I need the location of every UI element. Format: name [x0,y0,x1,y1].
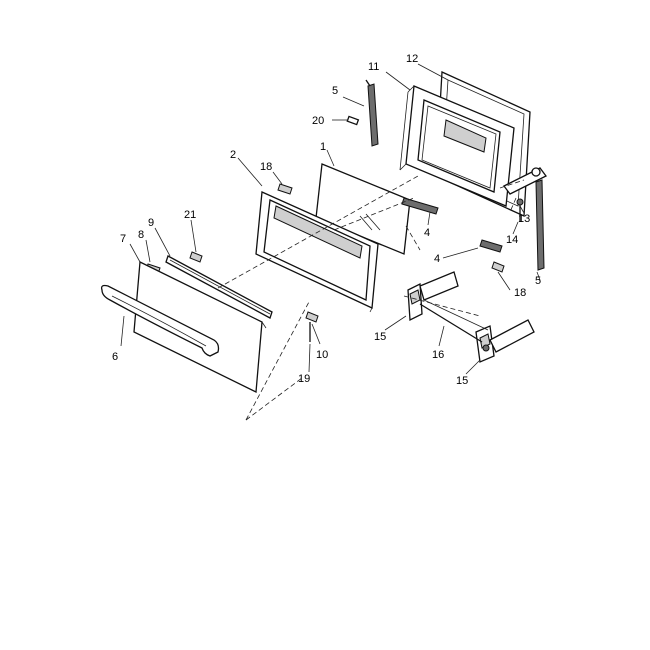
part-10-screw [305,311,319,323]
callout-15: 15 [456,375,468,387]
callout-11: 11 [368,61,379,73]
part-4-hinge-receiver-lower [479,239,505,273]
callout-13: 13 [518,213,530,225]
callout-19: 19 [298,373,310,385]
callout-leader-lines [120,63,541,375]
part-15-hinge-left [407,271,459,322]
part-18-clip-upper [277,183,293,195]
callout-18: 18 [260,161,272,173]
part-16-hinge-link [419,299,489,343]
part-4-hinge-receiver-upper [401,197,439,215]
part-14-hinge-screw [516,198,524,222]
callout-9: 9 [148,217,154,229]
callout-1: 1 [320,141,326,153]
part-6-door-handle [100,284,220,357]
callout-4: 4 [424,227,430,239]
part-11-window-frame [399,85,515,207]
callout-6: 6 [112,351,118,363]
part-21-screw [189,251,203,263]
callout-5: 5 [332,85,338,97]
part-1-glass-panel [315,163,411,255]
callout-10: 10 [316,349,328,361]
assembly-alignment-lines [217,175,525,421]
callout-16: 16 [432,349,444,361]
callout-21: 21 [184,209,196,221]
part-5-side-trim-upper [365,79,379,147]
callout-4: 4 [434,253,440,265]
callout-labels: 1 2 4 4 5 5 6 7 8 9 10 11 12 13 14 15 15… [112,53,541,387]
callout-2: 2 [230,149,236,161]
callout-5: 5 [535,275,541,287]
callout-12: 12 [406,53,418,65]
part-5-side-trim-right [535,179,545,271]
part-7-outer-door-panel [133,260,267,394]
part-13-hinge-pin [503,167,547,195]
callout-8: 8 [138,229,144,241]
callout-14: 14 [506,234,518,246]
part-15-hinge-right [475,319,535,363]
part-20-clip [346,115,360,126]
callout-18: 18 [514,287,526,299]
callout-20: 20 [312,115,324,127]
callout-15: 15 [374,331,386,343]
callout-7: 7 [120,233,126,245]
